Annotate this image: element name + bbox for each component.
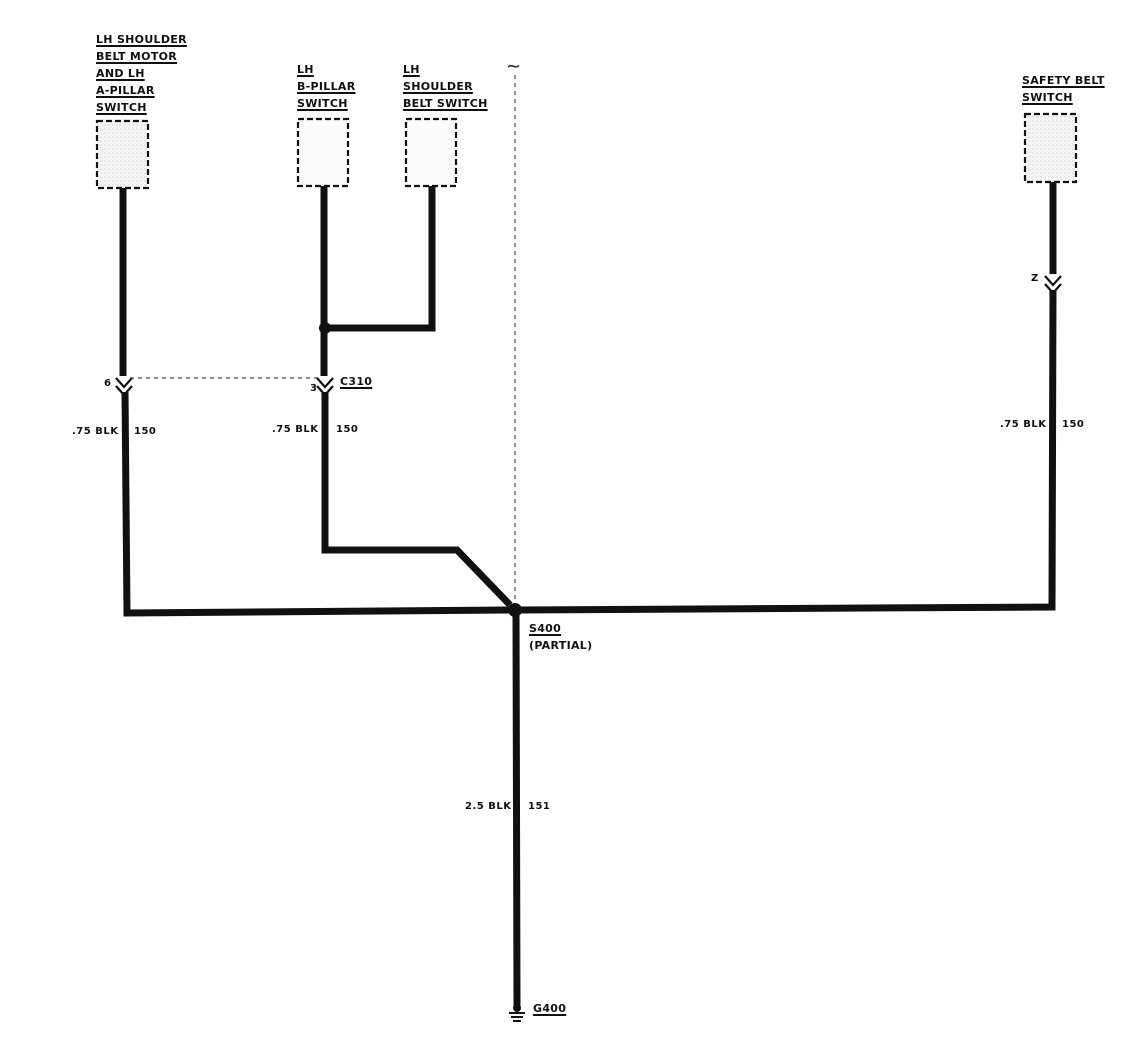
terminal-left-lower xyxy=(115,385,133,397)
ground-name: G400 xyxy=(533,1002,567,1015)
wire-mid-gauge: .75 BLK xyxy=(272,424,319,435)
b-pillar-junction-dot xyxy=(319,322,331,334)
label-line: SWITCH xyxy=(297,97,348,110)
label-line: SWITCH xyxy=(96,101,147,114)
label-line: LH xyxy=(403,63,420,76)
label-line: SAFETY BELT xyxy=(1022,74,1105,87)
pin-label-right: Z xyxy=(1031,273,1039,284)
connector-terminals xyxy=(115,275,1062,397)
terminal-right-lower xyxy=(1044,283,1062,295)
wire-ground xyxy=(512,612,521,1007)
wire-right-gauge: .75 BLK xyxy=(1000,419,1047,430)
wire-ground-circuit: 151 xyxy=(528,801,551,812)
label-line: SWITCH xyxy=(1022,91,1073,104)
pin-label-left: 6 xyxy=(104,378,111,389)
splice-label: S400 (PARTIAL) xyxy=(529,620,592,654)
label-line: SHOULDER xyxy=(403,80,473,93)
label-line: BELT SWITCH xyxy=(403,97,488,110)
wire-left-gauge: .75 BLK xyxy=(72,426,119,437)
break-mark-icon: ~ xyxy=(506,56,522,77)
label-lh-b-pillar-switch: LH B-PILLAR SWITCH xyxy=(297,61,356,112)
wire-b-pillar-lower xyxy=(321,392,513,608)
terminal-mid xyxy=(316,377,334,389)
lh-shoulder-belt-motor-box xyxy=(95,119,150,190)
label-line: BELT MOTOR xyxy=(96,50,178,63)
wire-right-circuit: 150 xyxy=(1062,419,1085,430)
label-line: LH SHOULDER xyxy=(96,33,187,46)
lh-shoulder-belt-switch-box xyxy=(404,117,458,188)
splice-s400-dot xyxy=(508,603,522,617)
wire-mid-circuit: 150 xyxy=(336,424,359,435)
ground-icon xyxy=(509,1004,525,1022)
splice-note: (PARTIAL) xyxy=(529,639,593,652)
pin-label-mid: 3 xyxy=(310,383,317,394)
splice-name: S400 xyxy=(529,622,562,635)
label-lh-shoulder-belt-motor: LH SHOULDER BELT MOTOR AND LH A-PILLAR S… xyxy=(96,31,187,116)
terminal-right xyxy=(1044,275,1062,287)
label-line: B-PILLAR xyxy=(297,80,356,93)
wire-left-lower xyxy=(121,391,516,617)
label-line: LH xyxy=(297,63,314,76)
connector-name-c310: C310 xyxy=(340,375,373,388)
label-line: A-PILLAR xyxy=(96,84,155,97)
safety-belt-switch-box xyxy=(1023,112,1078,184)
label-safety-belt-switch: SAFETY BELT SWITCH xyxy=(1022,72,1105,106)
wire-ground-gauge: 2.5 BLK xyxy=(465,801,512,812)
wire-left-circuit: 150 xyxy=(134,426,157,437)
wire-right-lower xyxy=(517,289,1057,614)
lh-b-pillar-switch-box xyxy=(296,117,350,188)
wire-shoulder-branch xyxy=(326,186,436,332)
terminal-mid-lower xyxy=(316,385,334,397)
label-lh-shoulder-belt-switch: LH SHOULDER BELT SWITCH xyxy=(403,61,488,112)
terminal-left xyxy=(115,377,133,389)
label-line: AND LH xyxy=(96,67,145,80)
wires xyxy=(119,182,1057,1007)
